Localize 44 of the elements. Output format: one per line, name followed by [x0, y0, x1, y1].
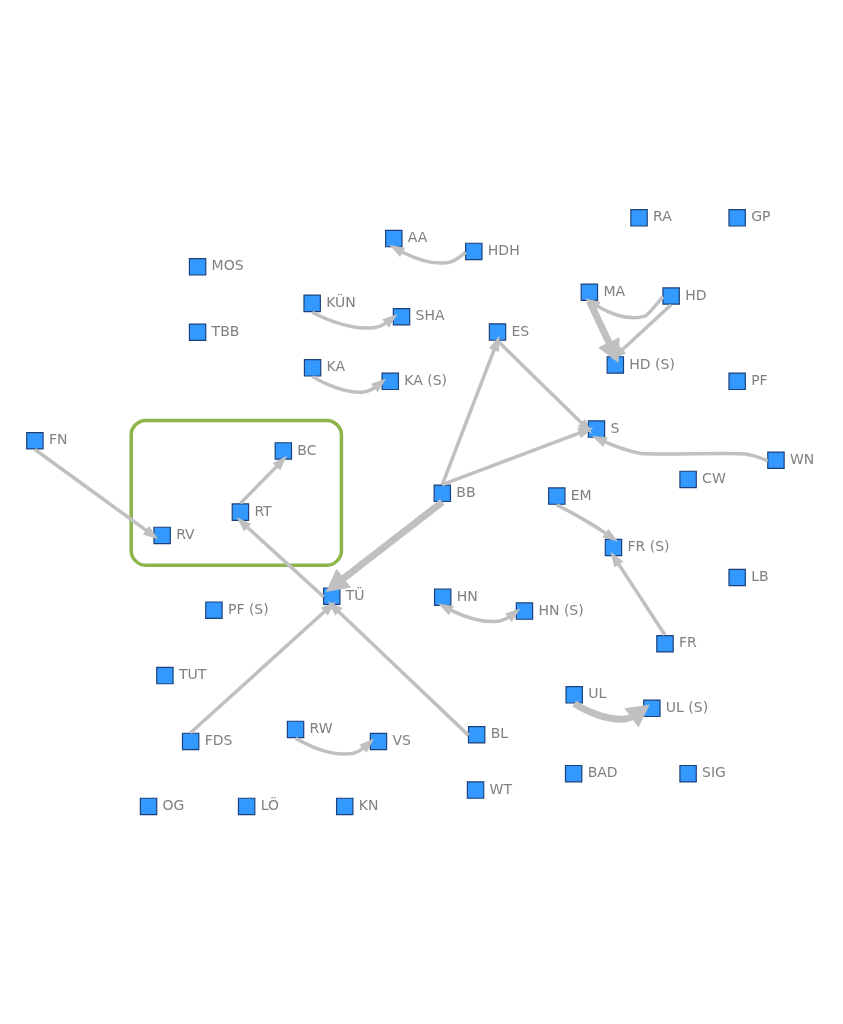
node-label: CW [702, 470, 726, 487]
node-label: KA (S) [404, 371, 448, 388]
node-label: KA [326, 358, 346, 375]
node-label: RV [176, 526, 195, 543]
node-label: UL (S) [665, 698, 709, 715]
node-label: EM [570, 486, 592, 503]
node-label: HN (S) [538, 601, 584, 618]
node-label: BAD [587, 764, 618, 781]
node-label: FDS [204, 732, 233, 749]
node-label: FR (S) [627, 538, 670, 555]
node-label: HDH [487, 242, 520, 259]
node-label: UL [588, 685, 607, 702]
node-label: BB [456, 483, 476, 500]
node-label: HD [685, 286, 707, 303]
node-label: BL [490, 725, 509, 742]
node-label: PF (S) [227, 600, 269, 617]
node-label: SHA [415, 307, 445, 324]
node-label: WT [489, 780, 512, 797]
node-label: WN [789, 450, 815, 467]
node-label: PF [751, 371, 768, 388]
node-label: MOS [211, 257, 244, 274]
node-label: KÜN [326, 293, 356, 310]
node-label: VS [392, 732, 411, 749]
node-label: LÖ [260, 797, 279, 814]
node-label: FN [48, 431, 68, 448]
node-label: ES [511, 322, 530, 339]
node-label: HD (S) [629, 355, 675, 372]
node-label: S [610, 419, 620, 436]
node-label: FR [678, 634, 697, 651]
node-label: TBB [211, 322, 240, 339]
node-label: OG [162, 797, 185, 814]
node-label: RA [653, 208, 672, 225]
node-label: KN [358, 797, 379, 814]
node-label: SIG [702, 764, 726, 781]
node-label: TÜ [345, 586, 365, 603]
node-label: LB [751, 568, 769, 585]
node-label: RT [254, 502, 272, 519]
node-label: BC [297, 441, 317, 458]
node-label: HN [456, 587, 478, 604]
node-label: TUT [178, 666, 207, 683]
node-label: MA [603, 282, 626, 299]
node-label: GP [751, 208, 771, 225]
node-label: AA [407, 229, 428, 246]
node-label: RW [309, 720, 333, 737]
